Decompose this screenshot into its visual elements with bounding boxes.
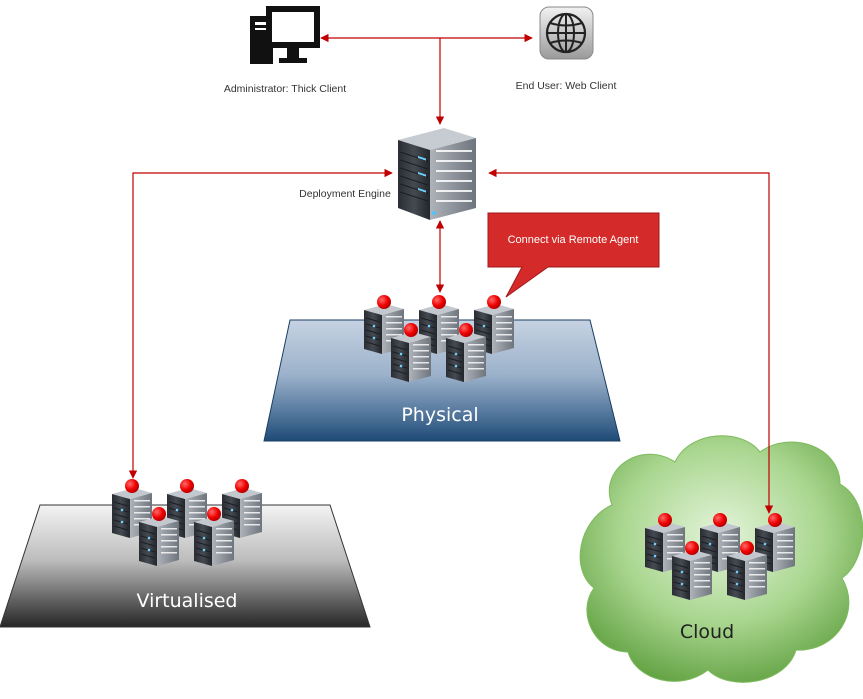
globe-icon [539,6,594,60]
red-status-dot-icon [740,541,754,555]
red-status-dot-icon [432,295,446,309]
red-status-dot-icon [459,323,473,337]
server-tower-icon [167,479,207,538]
server-tower-icon [194,507,234,566]
red-status-dot-icon [377,295,391,309]
server-tower-icon [139,507,179,566]
red-status-dot-icon [152,507,166,521]
server-tower-icon [672,541,712,600]
red-status-dot-icon [404,323,418,337]
server-tower-icon [446,323,486,382]
server-tower-icon [700,513,740,572]
engine-label: Deployment Engine [299,188,391,200]
virtualised-server-cluster [112,479,262,566]
server-clusters [112,295,795,600]
remote-agent-callout: Connect via Remote Agent [487,212,660,298]
physical-label: Physical [401,404,478,426]
red-status-dot-icon [713,513,727,527]
physical-server-cluster [364,295,514,382]
connector-engine-virtualised [128,168,393,479]
server-tower-icon [474,295,514,354]
connectors [128,33,774,514]
red-status-dot-icon [487,295,501,309]
server-tower-icon [391,323,431,382]
server-tower-icon [398,128,476,220]
desktop-computer-icon [250,6,320,64]
enduser-label: End User: Web Client [516,80,617,92]
virtualised-label: Virtualised [136,590,237,612]
callout-text: Connect via Remote Agent [508,234,639,246]
connector-engine-cloud [488,168,774,514]
red-status-dot-icon [685,541,699,555]
red-status-dot-icon [125,479,139,493]
red-status-dot-icon [768,513,782,527]
red-status-dot-icon [235,479,249,493]
cloud-server-cluster [645,513,795,600]
cloud-label: Cloud [680,621,734,643]
red-status-dot-icon [207,507,221,521]
red-status-dot-icon [658,513,672,527]
admin-label: Administrator: Thick Client [224,83,346,95]
red-status-dot-icon [180,479,194,493]
server-tower-icon [727,541,767,600]
